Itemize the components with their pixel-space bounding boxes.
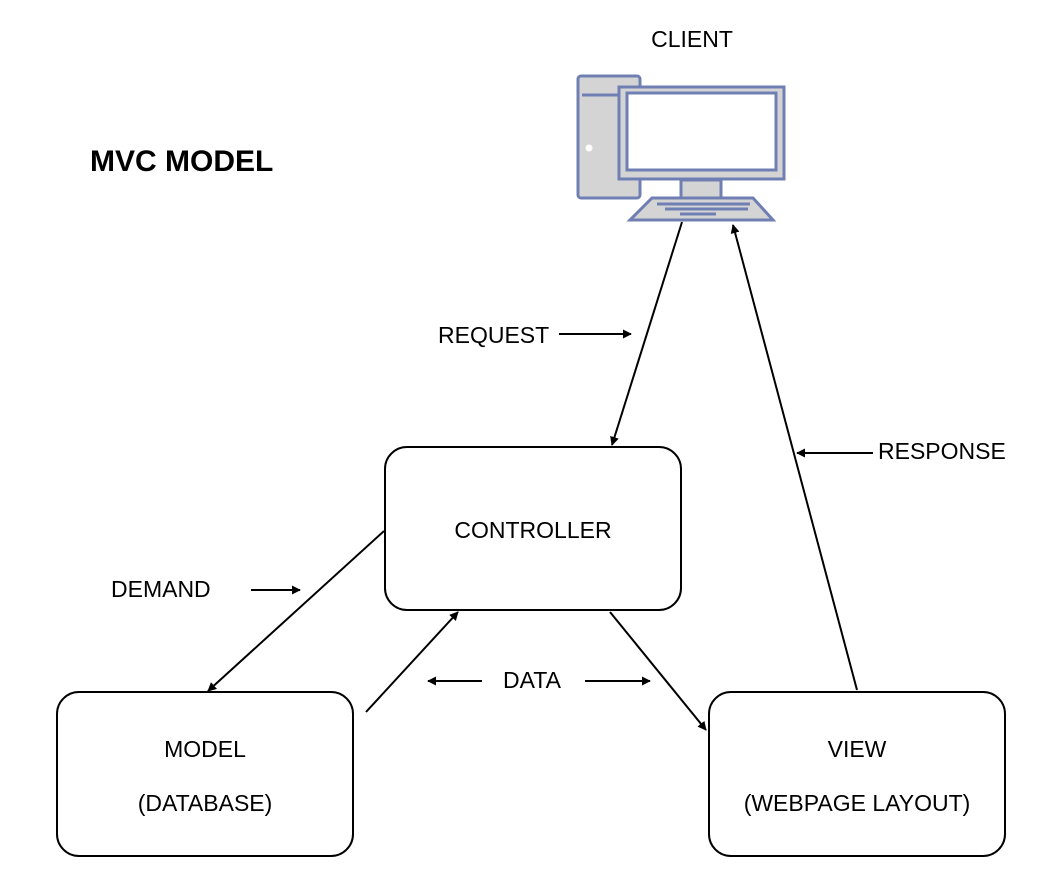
request-label: REQUEST	[438, 322, 549, 348]
data-label: DATA	[503, 667, 562, 693]
demand-connector	[207, 530, 385, 692]
response-label: RESPONSE	[878, 438, 1006, 464]
client-label: CLIENT	[651, 26, 733, 52]
model-sublabel: (DATABASE)	[138, 790, 273, 816]
controller-to-view-connector	[609, 611, 707, 731]
model-to-controller-connector	[365, 611, 459, 713]
view-node: VIEW (WEBPAGE LAYOUT)	[708, 691, 1006, 857]
demand-label: DEMAND	[111, 576, 211, 602]
model-node: MODEL (DATABASE)	[56, 691, 354, 857]
model-label: MODEL	[164, 736, 246, 762]
diagram-title: MVC MODEL	[90, 145, 273, 178]
response-connector	[730, 224, 858, 691]
request-connector	[610, 221, 683, 446]
controller-label: CONTROLLER	[454, 517, 611, 543]
view-label: VIEW	[828, 736, 887, 762]
desktop-computer-icon	[576, 74, 786, 222]
view-sublabel: (WEBPAGE LAYOUT)	[744, 790, 971, 816]
controller-node: CONTROLLER	[384, 446, 682, 611]
